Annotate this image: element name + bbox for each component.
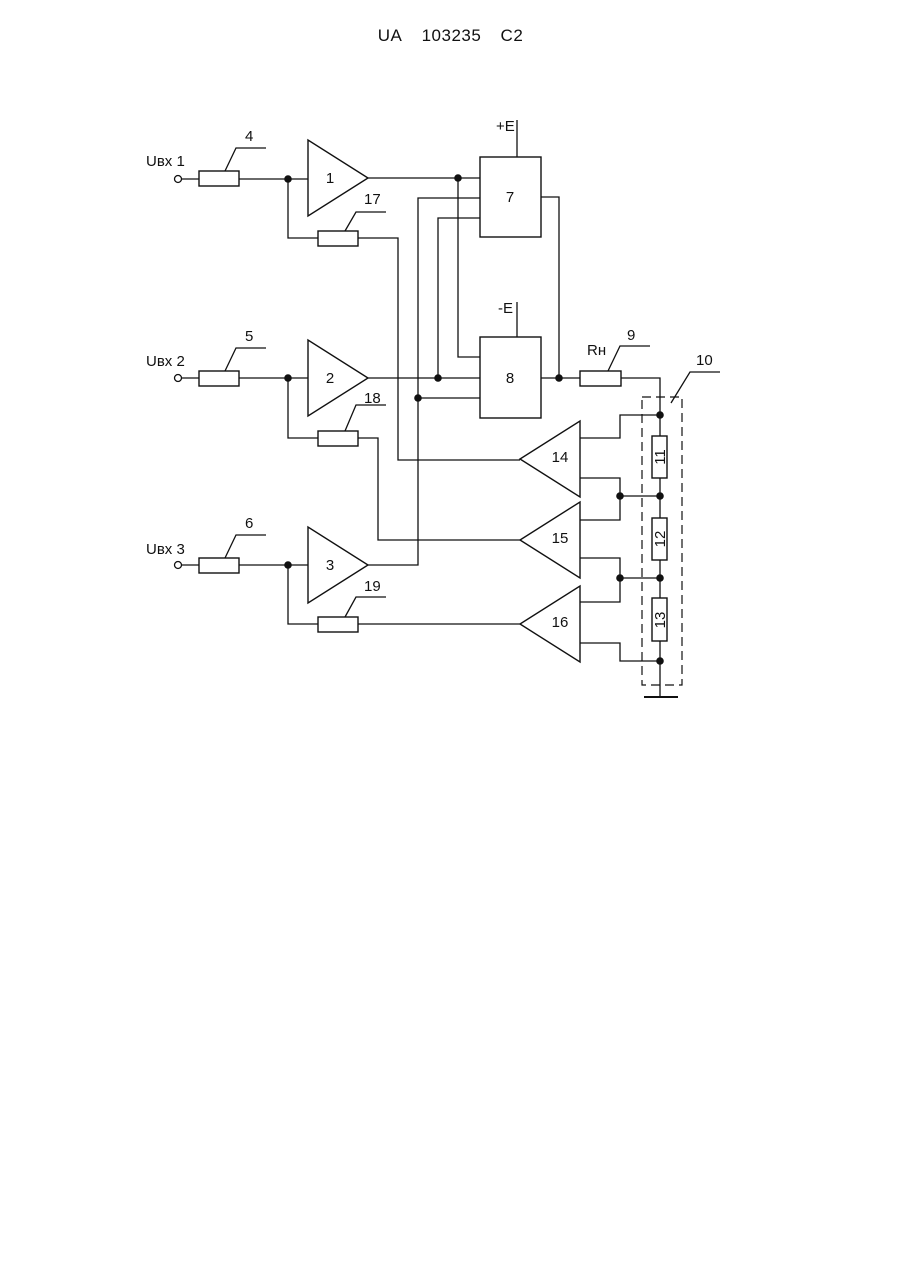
- group-10-label: 10: [696, 352, 713, 369]
- resistor-18-label: 18: [364, 390, 381, 407]
- resistor-6-label: 6: [245, 515, 253, 532]
- resistor-17: [318, 231, 358, 246]
- block-8-label: 8: [506, 370, 514, 387]
- resistor-4-label: 4: [245, 128, 253, 145]
- amplifier-3: [308, 527, 368, 603]
- amplifier-3-label: 3: [326, 557, 334, 574]
- amplifier-1: [308, 140, 368, 216]
- amplifier-15: [520, 502, 580, 578]
- resistor-4: [199, 171, 239, 186]
- amplifier-16-label: 16: [552, 614, 569, 631]
- amplifier-14: [520, 421, 580, 497]
- resistor-17-label: 17: [364, 191, 381, 208]
- amplifier-1-label: 1: [326, 170, 334, 187]
- resistor-5-label: 5: [245, 328, 253, 345]
- load-label: Rн: [587, 342, 606, 359]
- resistor-9-load: [580, 371, 621, 386]
- resistor-19: [318, 617, 358, 632]
- resistor-6: [199, 558, 239, 573]
- input-label-3: Uвх 3: [146, 541, 185, 558]
- resistor-11-label: 11: [652, 449, 669, 465]
- resistor-12-label: 12: [652, 531, 669, 548]
- input-terminal-2: [175, 375, 182, 382]
- resistor-19-label: 19: [364, 578, 381, 595]
- supply-minus-label: -E: [498, 300, 513, 317]
- amplifier-15-label: 15: [552, 530, 569, 547]
- resistor-9-label: 9: [627, 327, 635, 344]
- supply-plus-label: +E: [496, 118, 515, 135]
- input-terminal-3: [175, 562, 182, 569]
- resistor-5: [199, 371, 239, 386]
- amplifier-16: [520, 586, 580, 662]
- block-7-label: 7: [506, 189, 514, 206]
- amplifier-14-label: 14: [552, 449, 569, 466]
- resistor-13-label: 13: [652, 612, 669, 629]
- input-label-1: Uвх 1: [146, 153, 185, 170]
- input-terminal-1: [175, 176, 182, 183]
- input-label-2: Uвх 2: [146, 353, 185, 370]
- amplifier-2-label: 2: [326, 370, 334, 387]
- resistor-18: [318, 431, 358, 446]
